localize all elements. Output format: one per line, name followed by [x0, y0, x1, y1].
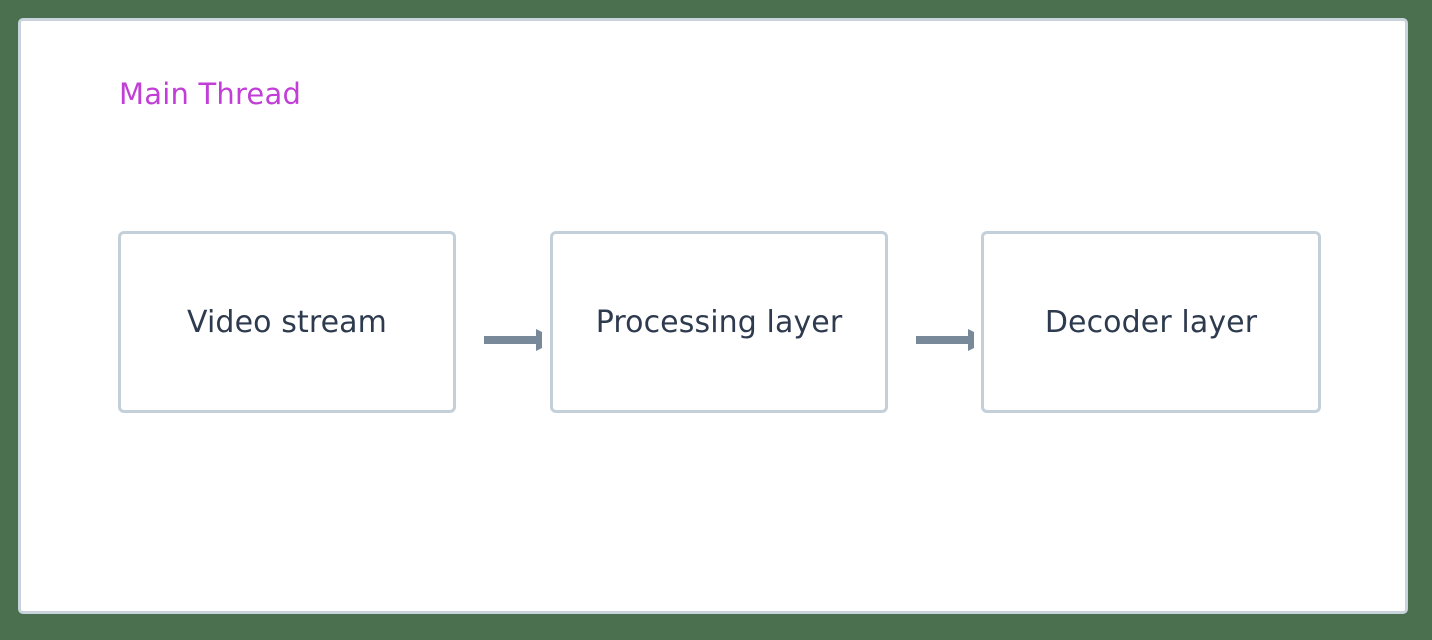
- node-video-stream[interactable]: Video stream: [118, 231, 456, 413]
- node-label-processing-layer: Processing layer: [595, 304, 843, 340]
- diagram-canvas: Main Thread Video stream Processing laye…: [18, 18, 1408, 614]
- flowchart-row: Video stream Processing layer Decoder la…: [21, 21, 1411, 617]
- arrow-right-icon-video-to-processing: [458, 308, 542, 372]
- node-decoder-layer[interactable]: Decoder layer: [981, 231, 1321, 413]
- arrow-right-icon-processing-to-decoder: [890, 308, 974, 372]
- node-label-video-stream: Video stream: [187, 304, 387, 340]
- node-label-decoder-layer: Decoder layer: [1044, 304, 1258, 340]
- node-processing-layer[interactable]: Processing layer: [550, 231, 888, 413]
- subgraph-title-main-thread: Main Thread: [119, 77, 302, 111]
